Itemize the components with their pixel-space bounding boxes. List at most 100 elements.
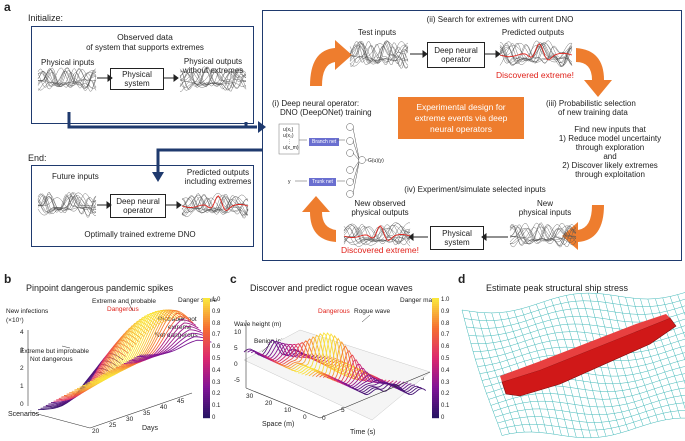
pandemic-curve	[71, 327, 145, 392]
panel-b-cbar-tick: 1.0	[212, 297, 221, 303]
initialize-to-loop-arrow	[67, 112, 257, 129]
signal-trace	[499, 40, 573, 68]
colorbar-segment	[203, 388, 210, 391]
initialize-arrow-head	[258, 121, 266, 133]
panel-b-cbar-tick: 0.1	[212, 403, 221, 410]
colorbar-segment	[203, 330, 210, 333]
mesh-line	[580, 293, 622, 433]
colorbar-segment	[203, 384, 210, 387]
signal-trace	[349, 45, 409, 65]
signal-trace	[509, 223, 577, 248]
colorbar-segment	[203, 392, 210, 395]
panel-b-xaxis	[89, 392, 193, 429]
panel-c-cbar-tick: 0.4	[441, 367, 450, 374]
step-iii-description: Find new inputs that 1) Reduce model unc…	[540, 125, 680, 179]
colorbar-segment	[203, 406, 210, 409]
panel-c-cbar-tick: 1.0	[441, 297, 450, 303]
panel-b-cbar-label: Danger score	[178, 297, 218, 304]
panel-c-rogue-wave: Rogue wave	[354, 308, 391, 315]
signal-trace	[343, 223, 411, 246]
colorbar-segment	[203, 332, 210, 335]
physical-system-box: Physical system	[110, 68, 164, 90]
panel-b-annotation-3: Extreme but improbable	[20, 348, 90, 355]
colorbar-segment	[203, 368, 210, 371]
colorbar-segment	[203, 314, 210, 317]
physical-inputs-label: Physical inputs	[41, 58, 95, 67]
colorbar-segment	[432, 388, 439, 391]
signal-trace	[349, 40, 409, 69]
colorbar-segment	[203, 378, 210, 381]
signal-trace	[179, 68, 247, 92]
step-i-label: (i) Deep neural operator:	[272, 99, 360, 108]
loop-dno-box: Deep neural operator	[427, 42, 485, 68]
signal-trace	[181, 195, 249, 216]
predicted-outputs-sublabel: including extremes	[184, 177, 252, 186]
mesh-line	[662, 297, 685, 361]
signal-trace	[179, 66, 247, 91]
colorbar-segment	[432, 348, 439, 351]
colorbar-segment	[203, 322, 210, 325]
colorbar-segment	[432, 410, 439, 413]
panel-b-title: Pinpoint dangerous pandemic spikes	[26, 283, 174, 293]
signal-trace	[349, 44, 409, 65]
colorbar-segment	[432, 354, 439, 357]
wave-curve	[301, 333, 365, 376]
signal-trace	[37, 70, 96, 89]
g-output-label: G(u)(y)	[368, 158, 384, 164]
signal-trace	[37, 67, 97, 91]
colorbar-segment	[432, 330, 439, 333]
panel-d-title: Estimate peak structural ship stress	[486, 283, 629, 293]
colorbar-segment	[203, 358, 210, 361]
signal-trace	[37, 69, 97, 88]
signal-trace	[181, 198, 249, 213]
signal-trace	[37, 67, 97, 92]
mesh-line	[461, 309, 503, 436]
signal-trace	[37, 195, 96, 213]
colorbar-segment	[203, 324, 210, 327]
colorbar-segment	[432, 408, 439, 411]
signal-trace	[509, 224, 577, 245]
end-dno-box: Deep neural operator	[110, 194, 166, 218]
orange-arrow-bottom-right	[562, 205, 604, 250]
colorbar-segment	[432, 366, 439, 369]
mesh-line	[610, 294, 651, 424]
step-iii-label: (iii) Probabilistic selection	[546, 99, 636, 108]
annotation-pointer	[361, 314, 371, 323]
colorbar-segment	[432, 324, 439, 327]
panel-b-annotation-2b: extreme	[168, 324, 192, 331]
panel-b-cbar-tick: 0.3	[212, 379, 221, 386]
annotation-pointer	[61, 345, 71, 349]
panel-b-ytick: 1	[20, 383, 24, 390]
colorbar-segment	[432, 380, 439, 383]
panel-b-xlabel: Days	[142, 425, 158, 432]
step-i-sublabel: DNO (DeepONet) training	[280, 108, 372, 117]
colorbar-segment	[432, 334, 439, 337]
colorbar-segment	[203, 352, 210, 355]
signal-trace	[37, 194, 97, 215]
pandemic-curve	[131, 329, 204, 360]
signal-trace	[179, 70, 247, 89]
panel-b-cbar-tick: 0.4	[212, 367, 221, 374]
panel-c-cbar-tick: 0.6	[441, 344, 450, 351]
colorbar-segment	[203, 360, 210, 363]
colorbar-segment	[432, 342, 439, 345]
colorbar-segment	[432, 304, 439, 307]
panel-c-cbar-tick: 0.2	[441, 391, 450, 398]
colorbar-segment	[203, 340, 210, 343]
panel-c-xlabel: Space (m)	[262, 421, 295, 428]
colorbar-segment	[432, 358, 439, 361]
panel-c-cbar-tick: 0.1	[441, 403, 450, 410]
initialize-label: Initialize:	[28, 13, 64, 23]
mesh-line	[469, 311, 510, 434]
mesh-line	[632, 298, 674, 419]
optimally-trained-label: Optimally trained extreme DNO	[84, 230, 196, 239]
colorbar-segment	[432, 398, 439, 401]
colorbar-segment	[203, 346, 210, 349]
signal-trace	[343, 222, 411, 247]
colorbar-segment	[432, 360, 439, 363]
panel-b-yunit: (×10⁷)	[6, 317, 24, 324]
signal-trace	[349, 43, 409, 65]
wave-curve	[308, 337, 372, 379]
mesh-line	[476, 312, 518, 433]
